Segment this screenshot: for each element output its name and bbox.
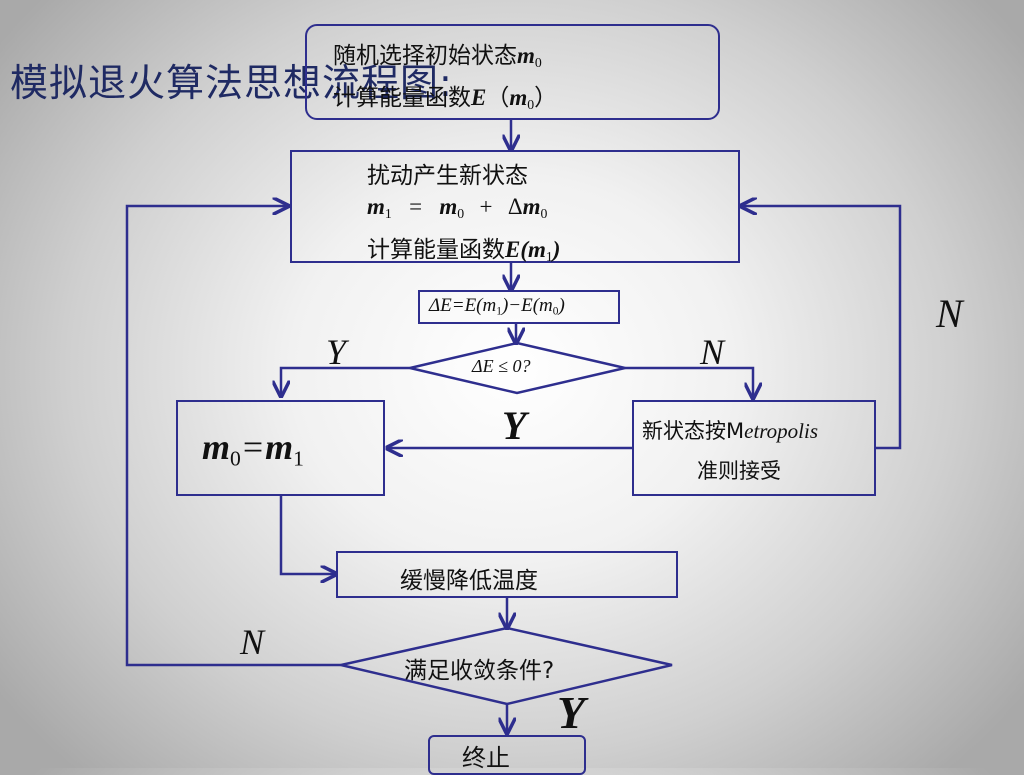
perturb-sub-0: 0 xyxy=(457,206,465,222)
label-decision1-no: N xyxy=(700,332,725,372)
init-box: 随机选择初始状态m0 计算能量函数E（m0） xyxy=(305,24,720,120)
perturb-plus: + xyxy=(479,194,493,219)
accept-eq: = xyxy=(242,427,264,467)
decision2-diamond xyxy=(340,626,673,706)
perturb-box: 扰动产生新状态 m1 = m0 + Δm0 计算能量函数E(m1) xyxy=(290,150,740,265)
cool-text: 缓慢降低温度 xyxy=(400,568,538,594)
edge-metropolis-no xyxy=(741,206,902,450)
delta-sub-2: 0 xyxy=(552,305,559,318)
metropolis-m: M xyxy=(726,419,745,443)
perturb-func-close: ) xyxy=(552,237,561,262)
init-sub-0: 0 xyxy=(534,55,542,71)
init-sub-0b: 0 xyxy=(527,97,535,113)
init-var-m2: m xyxy=(509,85,528,110)
perturb-m1: m xyxy=(367,194,385,219)
label-decision1-yes: Y xyxy=(326,332,347,372)
perturb-equation: m1 = m0 + Δm0 xyxy=(367,194,547,222)
edge-accept-to-cool xyxy=(279,496,336,574)
init-text-1: 随机选择初始状态 xyxy=(333,43,517,69)
perturb-sub-1: 1 xyxy=(384,206,392,222)
perturb-delta: Δ xyxy=(507,194,523,219)
decision1-text: ΔE ≤ 0? xyxy=(472,356,531,376)
accept-equation: m0=m1 xyxy=(202,426,304,471)
perturb-func: E(m xyxy=(505,237,546,262)
accept-rhs-m: m xyxy=(265,427,294,467)
delta-box: ΔE=E(m1)−E(m0) xyxy=(418,290,620,324)
delta-part-2: )−E(m xyxy=(501,295,553,316)
metropolis-line-1: 新状态按Metropolis xyxy=(642,415,818,445)
perturb-func-sub: 1 xyxy=(545,249,553,265)
delta-part-3: ) xyxy=(558,295,565,316)
decision1-diamond xyxy=(409,341,626,395)
perturb-line-1: 扰动产生新状态 xyxy=(367,163,528,189)
label-decision2-yes: Y xyxy=(557,687,586,738)
perturb-line-3: 计算能量函数E(m1) xyxy=(367,230,560,265)
perturb-sub-0b: 0 xyxy=(540,206,548,222)
init-line-1: 随机选择初始状态m0 xyxy=(333,36,542,71)
accept-lhs-sub: 0 xyxy=(230,446,241,471)
cool-box: 缓慢降低温度 xyxy=(336,551,678,598)
delta-text: ΔE=E(m1)−E(m0) xyxy=(429,295,565,317)
perturb-eq-sign: = xyxy=(409,194,423,219)
slide-title: 模拟退火算法思想流程图: xyxy=(10,61,453,105)
perturb-text-3: 计算能量函数 xyxy=(367,237,505,263)
init-line-2: 计算能量函数E（m0） xyxy=(333,78,557,113)
init-open-paren: （ xyxy=(486,85,510,111)
perturb-m0: m xyxy=(439,194,458,219)
init-text-2: 计算能量函数 xyxy=(333,85,471,111)
label-metropolis-no: N xyxy=(936,291,963,336)
metropolis-rest: etropolis xyxy=(744,419,819,443)
accept-lhs-m: m xyxy=(202,427,231,467)
metropolis-line-2: 准则接受 xyxy=(697,459,781,483)
edge-decision1-no xyxy=(625,366,753,398)
perturb-m0b: m xyxy=(522,194,541,219)
delta-sub-1: 1 xyxy=(496,305,502,318)
edge-decision1-yes xyxy=(281,366,410,396)
end-text: 终止 xyxy=(462,744,510,772)
end-box: 终止 xyxy=(428,735,586,775)
init-E: E xyxy=(471,85,487,110)
edge-decision2-no xyxy=(125,206,341,667)
decision2-text: 满足收敛条件? xyxy=(404,658,555,684)
accept-rhs-sub: 1 xyxy=(293,446,304,471)
accept-box: m0=m1 xyxy=(176,400,385,496)
metropolis-box: 新状态按Metropolis 准则接受 xyxy=(632,400,876,496)
delta-part-1: ΔE=E(m xyxy=(429,295,497,316)
label-metropolis-yes: Y xyxy=(502,403,527,448)
init-var-m: m xyxy=(517,43,535,68)
metropolis-text-1: 新状态按 xyxy=(642,419,726,443)
init-close-paren: ） xyxy=(534,85,558,111)
label-decision2-no: N xyxy=(240,622,265,662)
